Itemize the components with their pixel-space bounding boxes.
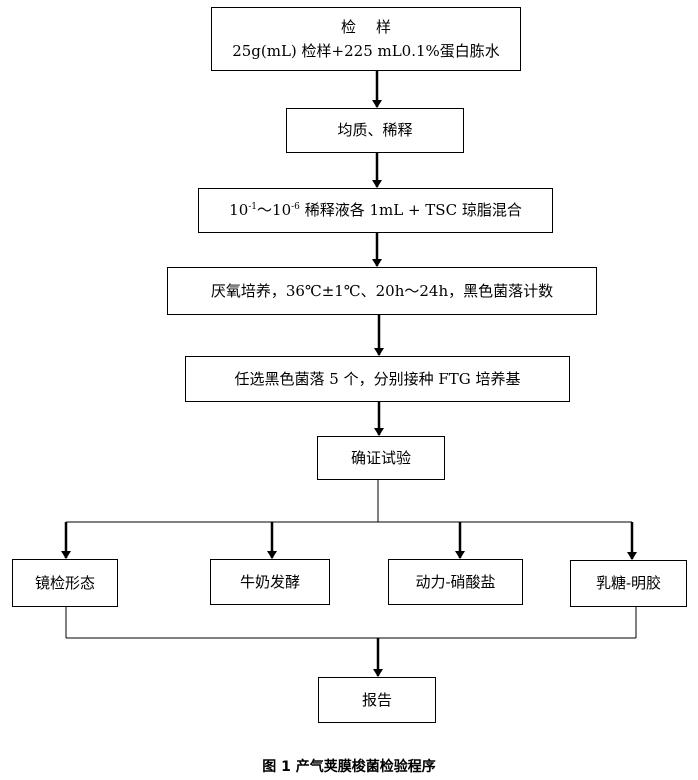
- sample-title: 检样: [340, 17, 411, 36]
- select-colonies-label: 任选黑色菌落 5 个，分别接种 FTG 培养基: [234, 369, 521, 388]
- homogenize-label: 均质、稀释: [337, 121, 413, 139]
- report-label: 报告: [361, 690, 392, 709]
- report-box: 报告: [318, 677, 436, 723]
- lactose-gelatin-box: 乳糖-明胶: [570, 560, 687, 607]
- microscopy-box: 镜检形态: [12, 559, 118, 607]
- lactose-gelatin-label: 乳糖-明胶: [595, 574, 662, 592]
- dilution-suffix: 稀释液各 1mL + TSC 琼脂混合: [299, 201, 522, 219]
- dilution-exponent-a: -1: [248, 202, 258, 212]
- confirm-test-box: 确证试验: [317, 436, 445, 480]
- motility-nitrate-label: 动力-硝酸盐: [415, 572, 496, 591]
- dilution-prefix: 10: [229, 201, 249, 219]
- select-colonies-box: 任选黑色菌落 5 个，分别接种 FTG 培养基: [185, 356, 570, 402]
- homogenize-box: 均质、稀释: [286, 108, 464, 153]
- culture-label: 厌氧培养，36℃±1℃、20h～24h，黑色菌落计数: [210, 281, 554, 300]
- sample-detail: 25g(mL) 检样+225 mL0.1%蛋白胨水: [232, 41, 500, 60]
- culture-box: 厌氧培养，36℃±1℃、20h～24h，黑色菌落计数: [167, 267, 597, 315]
- dilution-exponent-b: -6: [291, 202, 300, 212]
- confirm-test-label: 确证试验: [350, 448, 411, 467]
- milk-fermentation-box: 牛奶发酵: [210, 559, 330, 605]
- figure-caption: 图 1 产气荚膜梭菌检验程序: [262, 759, 436, 775]
- dilution-label: 10-1～10-6 稀释液各 1mL + TSC 琼脂混合: [229, 203, 522, 218]
- dilution-box: 10-1～10-6 稀释液各 1mL + TSC 琼脂混合: [198, 188, 553, 233]
- microscopy-label: 镜检形态: [34, 573, 95, 592]
- milk-fermentation-label: 牛奶发酵: [239, 572, 300, 591]
- dilution-range: ～10: [257, 201, 292, 219]
- sample-box: 检样 25g(mL) 检样+225 mL0.1%蛋白胨水: [211, 7, 521, 71]
- motility-nitrate-box: 动力-硝酸盐: [388, 559, 523, 605]
